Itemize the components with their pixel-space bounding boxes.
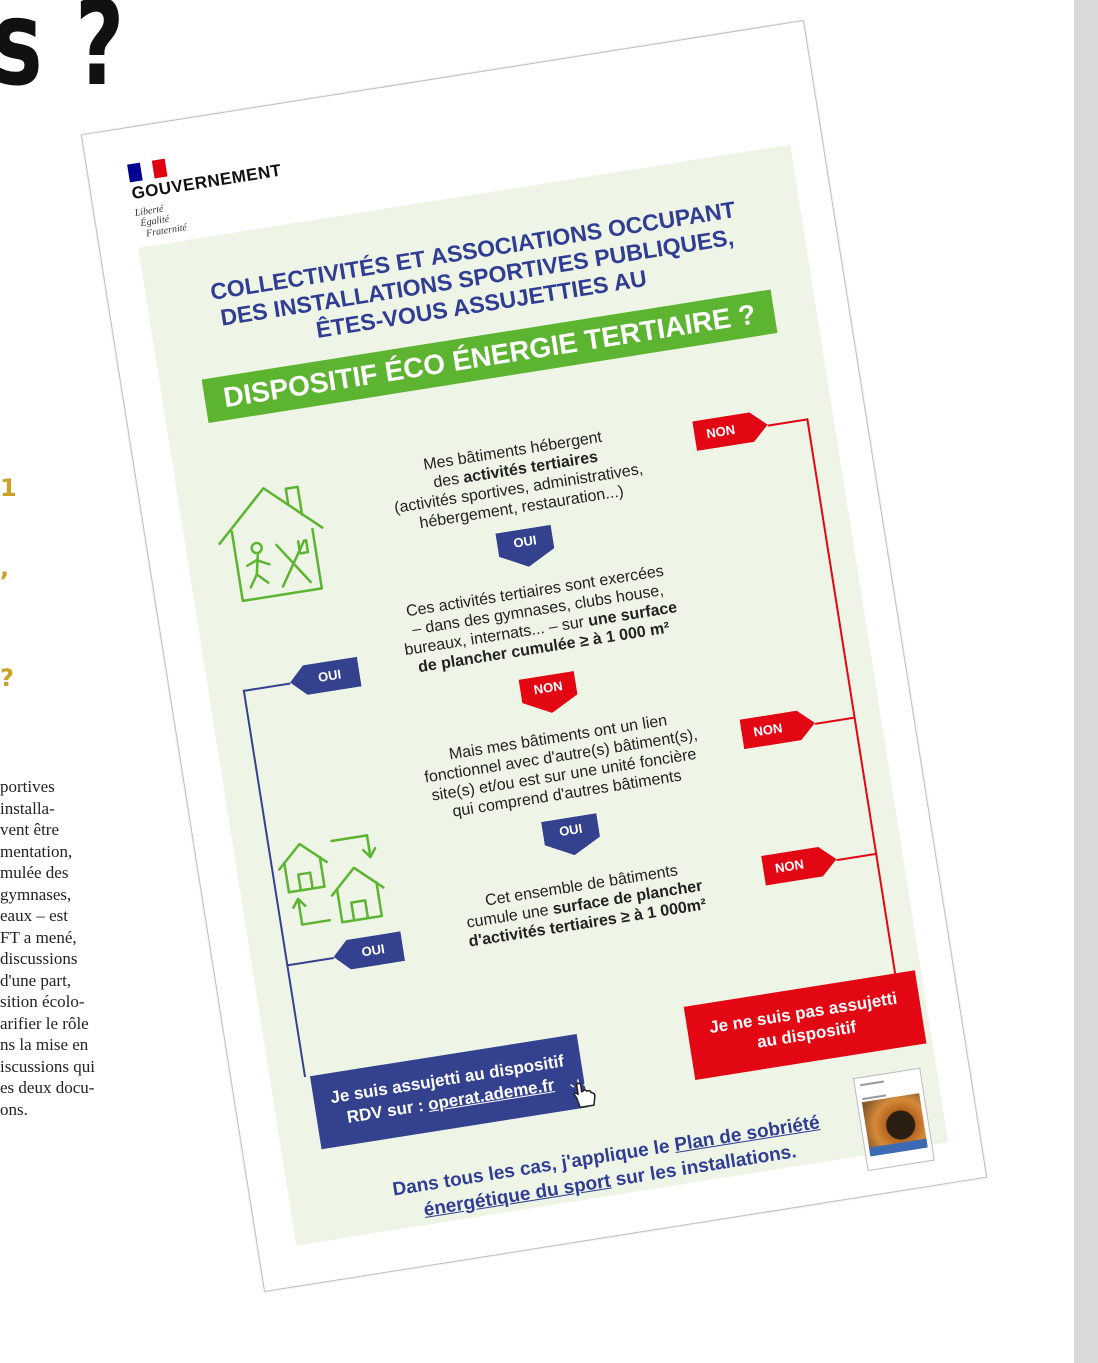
result-subject-box: Je suis assujetti au dispositif RDV sur … [309, 1033, 589, 1150]
linked-buildings-icon [278, 834, 385, 926]
question-3: Mais mes bâtiments ont un lien fonctionn… [389, 702, 737, 830]
gold-fragment-3: ? [0, 664, 14, 692]
gold-fragment-2: , [0, 554, 10, 582]
article-body-column: portives installa- vent être mentation, … [0, 776, 190, 1120]
house-activities-icon [218, 485, 324, 603]
pointer-hand-icon [570, 1079, 596, 1109]
body-line: mentation, [0, 841, 73, 861]
gold-fragment-1: 1 [0, 474, 17, 502]
body-line: arifier le rôle [0, 1013, 89, 1033]
question-4: Cet ensemble de bâtiments cumule une sur… [412, 850, 757, 959]
page-edge [1074, 0, 1098, 1363]
body-line: eaux – est [0, 906, 68, 925]
oui-tag: OUI [541, 813, 602, 859]
body-line: discussions [0, 949, 78, 968]
body-line: FT a mené, [0, 927, 77, 947]
body-line: ns la mise en [0, 1035, 89, 1054]
connector-line [286, 957, 334, 967]
connector-line [836, 852, 877, 861]
result-not-subject-box: Je ne suis pas assujetti au dispositif [683, 970, 927, 1080]
question-2: Ces activités tertiaires sont exercées –… [366, 556, 714, 684]
connector-line [242, 682, 291, 692]
body-line: gymnases, [0, 884, 72, 904]
body-line: ons. [0, 1099, 28, 1119]
connector-line [806, 418, 896, 974]
poster-sheet: GOUVERNEMENT Liberté Égalité Fraternité … [80, 19, 988, 1293]
body-line: sition écolo- [0, 992, 85, 1011]
non-tag: NON [739, 708, 817, 749]
oui-tag: OUI [288, 657, 362, 698]
connector-line [767, 418, 808, 427]
body-line: vent être [0, 820, 59, 839]
body-line: installa- [0, 798, 55, 818]
non-tag: NON [761, 844, 839, 885]
non-tag: NON [519, 671, 580, 717]
non-tag: NON [692, 410, 770, 451]
oui-tag: OUI [331, 931, 405, 972]
poster-panel: COLLECTIVITÉS ET ASSOCIATIONS OCCUPANT D… [138, 144, 949, 1246]
body-line: es deux docu- [0, 1078, 95, 1097]
question-1: Mes bâtiments hébergent des activités te… [343, 415, 691, 543]
body-line: d'une part, [0, 970, 72, 990]
government-logo: GOUVERNEMENT Liberté Égalité Fraternité [127, 141, 289, 241]
booklet-logo [860, 1080, 887, 1101]
body-line: mulée des [0, 863, 69, 882]
body-line: portives [0, 777, 55, 796]
article-title-fragment: s ? [0, 0, 126, 112]
connector-line [814, 716, 855, 725]
oui-tag: OUI [495, 525, 556, 571]
sobriety-plan-thumbnail [852, 1067, 935, 1172]
body-line: iscussions qui [0, 1056, 95, 1076]
